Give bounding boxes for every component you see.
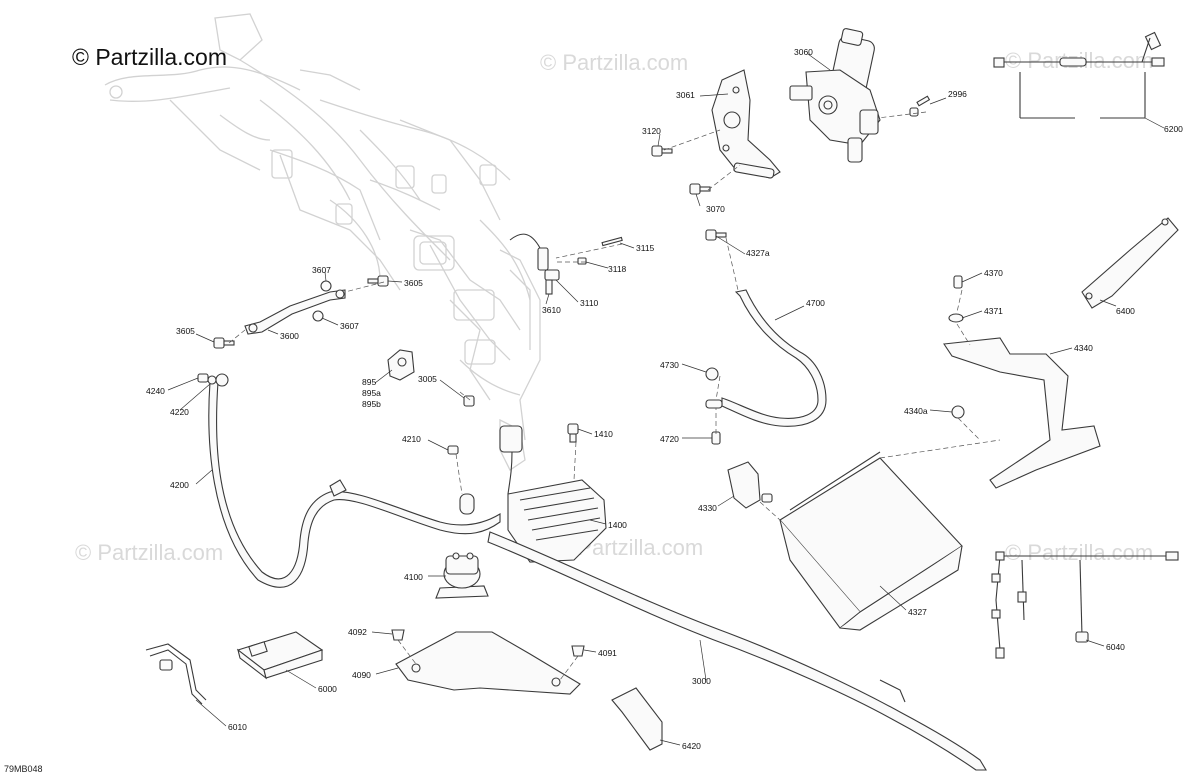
label-4090: 4090 — [352, 670, 371, 680]
part-4091-clip[interactable] — [571, 645, 585, 657]
ghost-frame-outline — [104, 13, 541, 471]
part-6200-harness[interactable] — [993, 31, 1165, 119]
part-3000-main-harness[interactable] — [487, 531, 987, 771]
part-4090-mounting-plate[interactable] — [395, 631, 581, 695]
part-4220-nut[interactable] — [207, 375, 217, 385]
part-3005-bolt[interactable] — [463, 395, 475, 407]
part-2996-bolt[interactable] — [909, 95, 931, 117]
part-1410-bolt[interactable] — [567, 423, 579, 443]
part-4092-clip[interactable] — [391, 629, 405, 641]
label-6420: 6420 — [682, 741, 701, 751]
label-4340a: 4340a — [904, 406, 928, 416]
part-4240-bolt[interactable] — [197, 373, 209, 383]
part-3605-bolt-a[interactable] — [367, 275, 389, 287]
label-3118: 3118 — [608, 264, 627, 274]
watermark-right: © Partzilla.com — [1005, 540, 1154, 565]
label-3060: 3060 — [794, 47, 813, 57]
part-1400-voltage-regulator[interactable] — [499, 425, 607, 563]
label-4100: 4100 — [404, 572, 423, 582]
leader-lines — [167, 53, 1165, 746]
label-4700: 4700 — [806, 298, 825, 308]
part-6040-harness[interactable] — [991, 551, 1179, 659]
part-3600-ground-cable[interactable] — [244, 289, 346, 335]
label-4210: 4210 — [402, 434, 421, 444]
part-4700-battery-cable[interactable] — [705, 289, 827, 427]
label-3605-left: 3605 — [176, 326, 195, 336]
part-3110-sensor[interactable] — [509, 233, 560, 281]
part-3610-screw[interactable] — [545, 279, 553, 295]
label-895b: 895b — [362, 399, 381, 409]
label-3607-top: 3607 — [312, 265, 331, 275]
label-3607-bottom: 3607 — [340, 321, 359, 331]
part-6000-module[interactable] — [236, 631, 324, 680]
label-4240: 4240 — [146, 386, 165, 396]
label-6000: 6000 — [318, 684, 337, 694]
label-6040: 6040 — [1106, 642, 1125, 652]
part-4327a-bolt[interactable] — [705, 229, 727, 241]
part-number-labels: 3060 3061 3120 3070 2996 6200 3115 3118 … — [146, 47, 1183, 751]
part-4330-terminal-cover[interactable] — [727, 461, 761, 509]
part-4730-nut[interactable] — [705, 367, 719, 381]
part-6400-bracket[interactable] — [1081, 217, 1179, 309]
label-4330: 4330 — [698, 503, 717, 513]
label-895a: 895a — [362, 388, 381, 398]
label-3110: 3110 — [580, 298, 599, 308]
assembly-dashed-lines — [228, 111, 1001, 681]
part-4327-battery[interactable] — [779, 451, 963, 631]
label-3005: 3005 — [418, 374, 437, 384]
label-3070: 3070 — [706, 204, 725, 214]
label-3061: 3061 — [676, 90, 695, 100]
part-4100-solenoid[interactable] — [435, 493, 489, 599]
part-3061-bracket[interactable] — [711, 69, 781, 179]
diagram-code: 79MB048 — [4, 764, 43, 774]
label-4092: 4092 — [348, 627, 367, 637]
part-4340-battery-tray[interactable] — [943, 337, 1101, 489]
part-3115-screw[interactable] — [601, 236, 623, 247]
label-4327a: 4327a — [746, 248, 770, 258]
label-6010: 6010 — [228, 722, 247, 732]
label-3605-right: 3605 — [404, 278, 423, 288]
label-3115: 3115 — [636, 243, 655, 253]
brand-copyright: © Partzilla.com — [72, 44, 227, 70]
part-4340a-nut[interactable] — [951, 405, 965, 419]
part-895-connector[interactable] — [387, 349, 415, 381]
label-3600: 3600 — [280, 331, 299, 341]
label-4327: 4327 — [908, 607, 927, 617]
label-4340: 4340 — [1074, 343, 1093, 353]
label-3610: 3610 — [542, 305, 561, 315]
part-4371-washer[interactable] — [948, 313, 964, 323]
part-3607-nut-b[interactable] — [312, 310, 324, 322]
part-4330-screw[interactable] — [761, 493, 773, 503]
label-3000: 3000 — [692, 676, 711, 686]
part-3605-bolt-b[interactable] — [213, 337, 235, 349]
part-4200-battery-cable[interactable] — [208, 373, 501, 588]
part-3607-nut-a[interactable] — [320, 280, 332, 292]
part-3120-bolt[interactable] — [651, 145, 673, 157]
part-6010-bracket[interactable] — [145, 643, 207, 705]
label-1400: 1400 — [608, 520, 627, 530]
part-3118-clip[interactable] — [577, 257, 587, 265]
label-4370: 4370 — [984, 268, 1003, 278]
part-3060-actuator-motor[interactable] — [789, 28, 881, 163]
label-4200: 4200 — [170, 480, 189, 490]
label-6400: 6400 — [1116, 306, 1135, 316]
label-1410: 1410 — [594, 429, 613, 439]
watermark-top: © Partzilla.com — [540, 50, 689, 75]
label-4220: 4220 — [170, 407, 189, 417]
label-3120: 3120 — [642, 126, 661, 136]
label-895: 895 — [362, 377, 376, 387]
label-4091: 4091 — [598, 648, 617, 658]
label-4730: 4730 — [660, 360, 679, 370]
label-4371: 4371 — [984, 306, 1003, 316]
label-2996: 2996 — [948, 89, 967, 99]
part-3070-bolt[interactable] — [689, 183, 711, 195]
part-4370-bolt[interactable] — [953, 275, 963, 289]
label-4720: 4720 — [660, 434, 679, 444]
part-6420-bracket[interactable] — [611, 687, 663, 751]
watermark-left: © Partzilla.com — [75, 540, 224, 565]
part-4210-nut[interactable] — [447, 445, 459, 455]
label-6200: 6200 — [1164, 124, 1183, 134]
